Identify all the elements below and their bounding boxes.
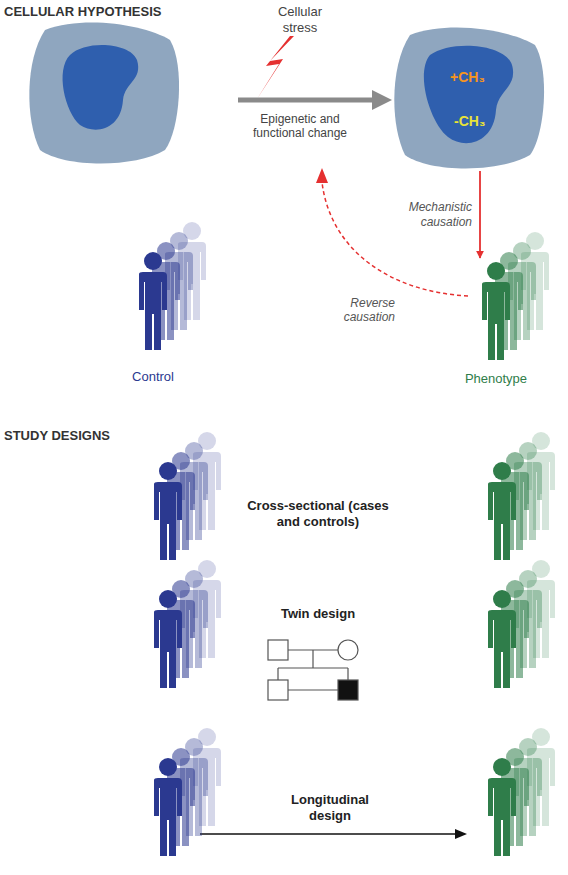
pedigree-line	[277, 668, 278, 680]
pedigree-male	[268, 640, 288, 660]
phenotype-group: Phenotype	[454, 258, 538, 386]
person-figure	[482, 262, 510, 360]
person-figure	[488, 758, 516, 856]
causation-label: Mechanistic causation	[377, 200, 472, 229]
cell-body	[29, 23, 179, 164]
person-figure	[154, 462, 182, 560]
design-label: Cross-sectional (cases and controls)	[243, 498, 393, 529]
person-head	[159, 758, 177, 776]
person-figure	[154, 758, 182, 856]
design-label: Longitudinal design	[280, 792, 380, 823]
reverse-causation-line	[322, 182, 468, 296]
person-head	[144, 252, 162, 270]
person-body	[154, 778, 182, 856]
person-figure	[488, 590, 516, 688]
pedigree-line	[312, 650, 313, 668]
change-arrow	[238, 98, 372, 103]
person-body	[488, 610, 516, 688]
longitudinal-arrowhead	[455, 829, 467, 839]
process-label: Epigenetic and functional change	[235, 112, 365, 141]
cell-body	[394, 28, 544, 169]
pedigree-twin-affected	[338, 680, 358, 700]
methyl-mark: +CH₃	[450, 69, 485, 85]
longitudinal-arrow	[200, 833, 455, 835]
person-head	[493, 462, 511, 480]
person-head	[493, 758, 511, 776]
causation-arrow	[479, 171, 481, 258]
cell-nucleus	[63, 45, 139, 130]
people-groups	[139, 222, 555, 856]
design-label: Twin design	[258, 606, 378, 622]
methyl-mark: -CH₃	[454, 113, 485, 129]
person-body	[488, 778, 516, 856]
person-head	[493, 590, 511, 608]
normal-cell	[29, 23, 179, 164]
person-figure	[139, 252, 167, 350]
reverse-causation-arrowhead	[316, 168, 328, 183]
pedigree-line	[278, 667, 348, 668]
twin-pedigree	[268, 640, 358, 700]
person-head	[159, 590, 177, 608]
person-body	[482, 282, 510, 360]
person-head	[487, 262, 505, 280]
group-label: Control	[132, 369, 174, 384]
section-heading: CELLULAR HYPOTHESIS	[4, 4, 224, 20]
person-body	[154, 482, 182, 560]
person-body	[139, 272, 167, 350]
person-head	[159, 462, 177, 480]
pedigree-line	[288, 689, 338, 690]
pedigree-twin	[268, 680, 288, 700]
altered-cell: +CH₃ -CH₃	[390, 25, 545, 171]
pedigree-female	[338, 640, 358, 660]
stress-bolt	[257, 36, 294, 99]
cell-nucleus	[424, 46, 513, 143]
pedigree-line	[347, 668, 348, 680]
person-figure	[488, 462, 516, 560]
stress-label: Cellular stress	[262, 4, 338, 35]
group-label: Phenotype	[465, 371, 527, 386]
person-body	[154, 610, 182, 688]
cell-outline	[390, 25, 545, 171]
change-arrowhead	[372, 90, 392, 110]
section-heading: STUDY DESIGNS	[4, 428, 224, 444]
causation-label: Reverse causation	[300, 296, 395, 325]
control-group: Control	[118, 250, 188, 384]
person-body	[488, 482, 516, 560]
person-figure	[154, 590, 182, 688]
